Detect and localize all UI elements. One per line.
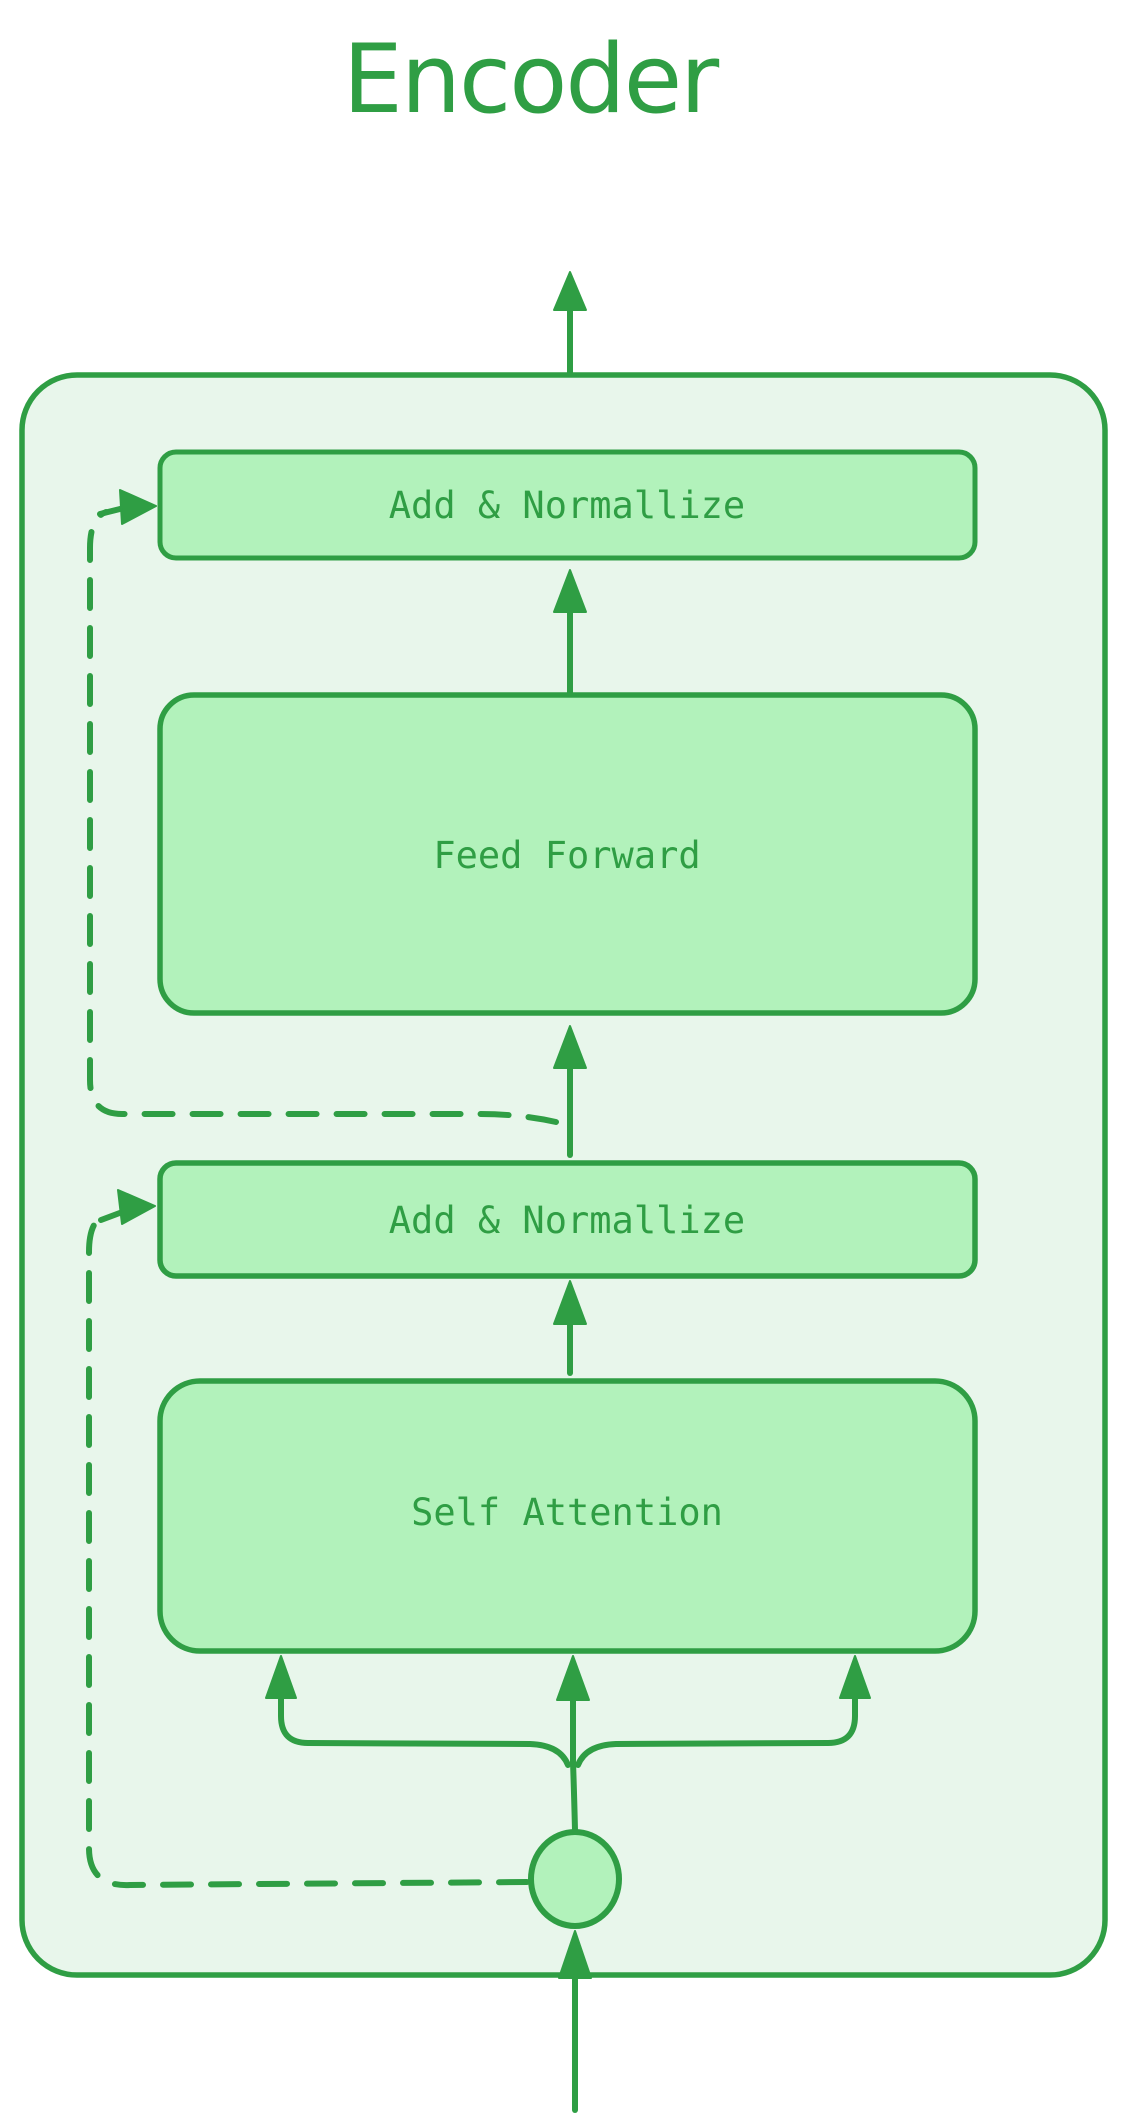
arrowhead-icon: [553, 1025, 587, 1069]
arrow-addnorm-bottom-to-feedforward: [553, 1025, 587, 1158]
trident-center-shaft: [570, 1691, 578, 1833]
trident-right-arm: [575, 1691, 858, 1768]
arrow-feedforward-to-addnorm-top: [553, 569, 587, 696]
residual-arrow-stub: [97, 505, 127, 517]
arrowhead-icon: [553, 1280, 587, 1325]
residual-connection-top: [87, 489, 559, 1125]
input-arrow: [558, 1930, 592, 2113]
add-normalize-top-box: [157, 449, 978, 561]
trident-right-arrowhead-icon: [839, 1655, 871, 1699]
add-normalize-bottom-box: [157, 1160, 978, 1279]
residual-connection-bottom: [86, 1189, 530, 1889]
add-normalize-bottom-label: Add & Normallize: [389, 1199, 745, 1242]
output-arrowhead-icon: [553, 271, 587, 311]
residual-dashed-path: [86, 1212, 530, 1889]
qkv-trident-arrows: [265, 1655, 871, 1833]
feed-forward-box: [157, 692, 978, 1016]
input-junction-circle: [528, 1829, 622, 1929]
self-attention-box: [157, 1378, 978, 1654]
output-arrow: [553, 271, 587, 377]
arrowhead-icon: [553, 569, 587, 613]
trident-left-arm: [278, 1691, 571, 1768]
residual-arrowhead-icon: [117, 1189, 156, 1225]
diagram-title: Encoder: [343, 25, 720, 135]
self-attention-label: Self Attention: [411, 1491, 723, 1534]
trident-center-arrowhead-icon: [556, 1655, 590, 1701]
feed-forward-label: Feed Forward: [433, 834, 700, 877]
residual-arrowhead-icon: [119, 489, 157, 525]
add-normalize-top-label: Add & Normallize: [389, 484, 745, 527]
input-arrowhead-icon: [558, 1930, 592, 1979]
residual-dashed-path: [87, 509, 559, 1125]
trident-left-arrowhead-icon: [265, 1655, 297, 1699]
arrow-selfattention-to-addnorm-bottom: [553, 1280, 587, 1376]
